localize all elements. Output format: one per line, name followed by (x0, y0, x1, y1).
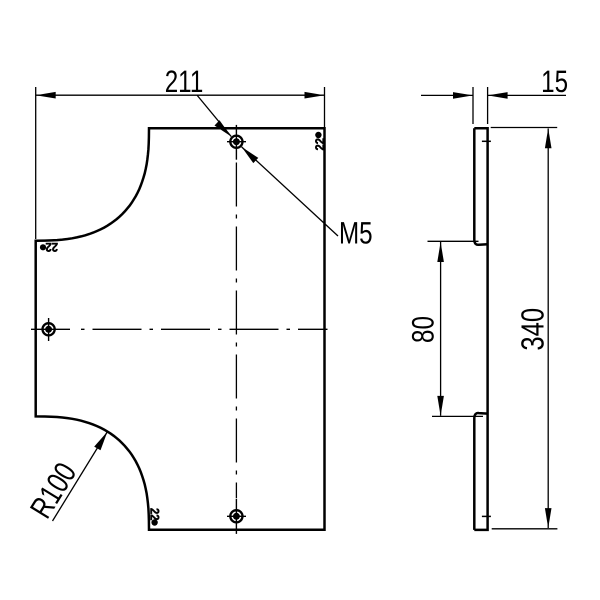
svg-text:211: 211 (165, 64, 204, 99)
svg-text:22: 22 (45, 240, 58, 254)
svg-text:340: 340 (515, 308, 551, 351)
svg-text:M5: M5 (339, 216, 373, 251)
svg-text:22: 22 (147, 508, 161, 521)
svg-text:15: 15 (541, 64, 568, 99)
svg-text:80: 80 (406, 316, 441, 343)
svg-text:22: 22 (313, 138, 327, 151)
